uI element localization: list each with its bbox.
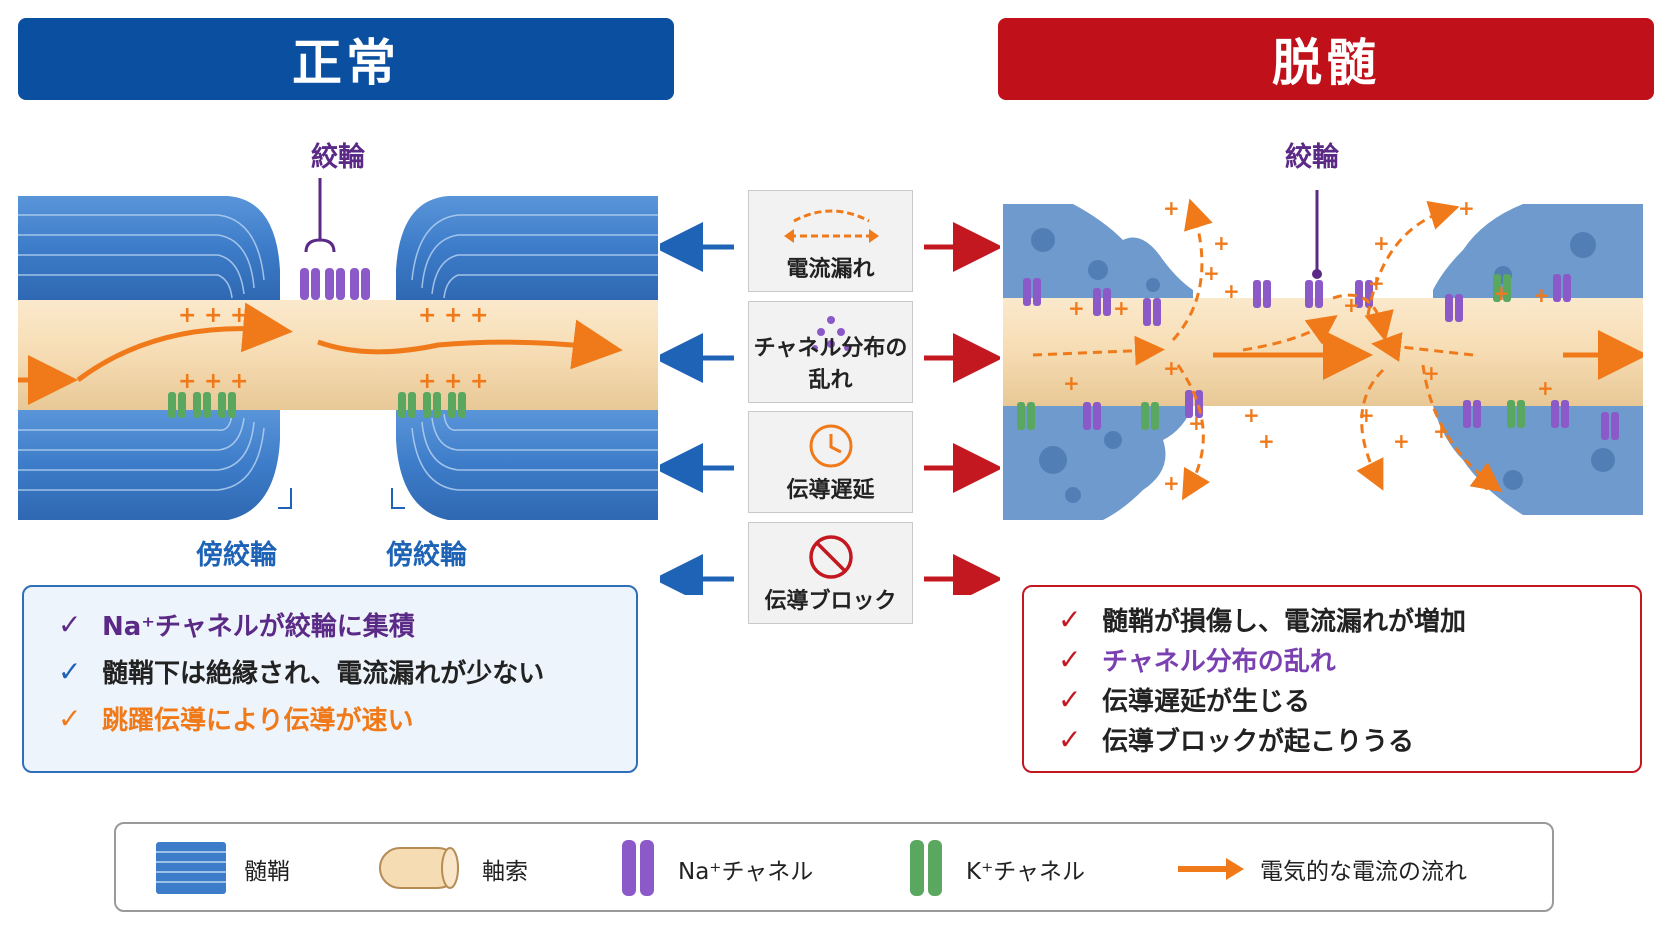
check-icon: ✓ xyxy=(58,608,82,641)
svg-text:+: + xyxy=(444,369,462,394)
svg-text:+: + xyxy=(204,369,222,394)
svg-text:+: + xyxy=(1223,279,1240,303)
effect-current-leak: 電流漏れ xyxy=(748,190,913,292)
paranode-right-label: 傍絞輪 xyxy=(386,540,467,571)
svg-text:+: + xyxy=(1533,283,1550,307)
paranode-left-label: 傍絞輪 xyxy=(196,540,277,571)
demyelinated-header: 脱髄 xyxy=(998,18,1654,100)
demyelinated-axon-diagram: ++++ ++++ ++++ ++++ ++++ ++++ xyxy=(1003,190,1643,520)
current-arrow-icon xyxy=(1178,858,1244,880)
svg-text:+: + xyxy=(1358,403,1375,427)
svg-text:+: + xyxy=(1393,429,1410,453)
svg-text:+: + xyxy=(1373,231,1390,255)
svg-text:+: + xyxy=(230,369,248,394)
svg-text:+: + xyxy=(1478,471,1495,495)
demyelinated-info-row: ✓ 髄鞘が損傷し、電流漏れが増加 xyxy=(1058,599,1640,639)
svg-text:+: + xyxy=(444,303,462,328)
check-icon: ✓ xyxy=(1058,642,1082,676)
svg-text:+: + xyxy=(418,369,436,394)
effect-channel-disorder: チャネル分布の乱れ xyxy=(748,301,913,403)
check-icon: ✓ xyxy=(1058,602,1082,636)
check-icon: ✓ xyxy=(1058,682,1082,716)
check-icon: ✓ xyxy=(58,702,82,735)
k-channel-swatch-icon xyxy=(910,840,942,896)
svg-text:+: + xyxy=(1203,261,1220,285)
effect-label: 電流漏れ xyxy=(786,257,875,282)
normal-info-text: 髄鞘下は絶縁され、電流漏れが少ない xyxy=(102,659,545,689)
svg-text:+: + xyxy=(1423,361,1440,385)
svg-text:+: + xyxy=(178,369,196,394)
svg-text:+: + xyxy=(1163,471,1180,495)
svg-text:+: + xyxy=(1458,196,1475,220)
scattered-channels xyxy=(1017,274,1619,440)
demyelinated-info-text: チャネル分布の乱れ xyxy=(1102,646,1336,677)
svg-text:+: + xyxy=(470,303,488,328)
effect-label: 伝導遅延 xyxy=(786,478,875,503)
svg-text:+: + xyxy=(1188,411,1205,435)
effect-label: チャネル分布の乱れ xyxy=(753,336,908,393)
normal-info-text: Na⁺チャネルが絞輪に集積 xyxy=(102,612,415,642)
demyelinated-info-text: 伝導ブロックが起こりうる xyxy=(1102,726,1415,757)
svg-text:+: + xyxy=(1493,281,1510,305)
na-channel-swatch-icon xyxy=(622,840,654,896)
svg-text:+: + xyxy=(1063,371,1080,395)
svg-text:+: + xyxy=(418,303,436,328)
svg-text:+: + xyxy=(1537,376,1554,400)
demyelinated-info-row: ✓ チャネル分布の乱れ xyxy=(1058,639,1640,679)
demyelinated-info-text: 髄鞘が損傷し、電流漏れが増加 xyxy=(1102,606,1467,637)
myelin-swatch-icon xyxy=(156,842,226,894)
comparison-arrows xyxy=(660,222,1000,595)
legend: 髄鞘 軸索 Na⁺チャネル K⁺チャネル 電気的な電流の流れ xyxy=(114,822,1554,912)
scattered-dots-icon xyxy=(812,316,850,351)
svg-text:+: + xyxy=(1433,419,1450,443)
clock-icon xyxy=(809,424,853,468)
demyelinated-info-row: ✓ 伝導ブロックが起こりうる xyxy=(1058,719,1640,759)
svg-text:+: + xyxy=(470,369,488,394)
legend-axon-label: 軸索 xyxy=(482,859,528,885)
normal-info-box: ✓ Na⁺チャネルが絞輪に集積 ✓ 髄鞘下は絶縁され、電流漏れが少ない ✓ 跳躍伝導に… xyxy=(22,585,638,773)
normal-info-row: ✓ 跳躍伝導により伝導が速い xyxy=(58,695,636,742)
legend-myelin-label: 髄鞘 xyxy=(244,859,290,885)
legend-current-label: 電気的な電流の流れ xyxy=(1260,859,1467,885)
svg-text:+: + xyxy=(1163,196,1180,220)
svg-text:+: + xyxy=(1368,271,1385,295)
effect-conduction-delay: 伝導遅延 xyxy=(748,411,913,513)
svg-text:+: + xyxy=(204,303,222,328)
normal-node-label: 絞輪 xyxy=(311,142,365,173)
normal-info-row: ✓ Na⁺チャネルが絞輪に集積 xyxy=(58,601,636,648)
check-icon: ✓ xyxy=(1058,722,1082,756)
normal-info-text: 跳躍伝導により伝導が速い xyxy=(102,706,414,736)
axon-swatch-icon xyxy=(379,847,459,889)
svg-text:+: + xyxy=(178,303,196,328)
svg-text:+: + xyxy=(1163,356,1180,380)
normal-header: 正常 xyxy=(18,18,674,100)
na-channels-node xyxy=(300,268,370,300)
check-icon: ✓ xyxy=(58,655,82,688)
normal-title: 正常 xyxy=(292,34,400,92)
demyelinated-title: 脱髄 xyxy=(1272,34,1380,92)
effect-label: 伝導ブロック xyxy=(764,589,897,614)
normal-info-row: ✓ 髄鞘下は絶縁され、電流漏れが少ない xyxy=(58,648,636,695)
svg-text:+: + xyxy=(1243,403,1260,427)
demyelinated-info-box: ✓ 髄鞘が損傷し、電流漏れが増加 ✓ チャネル分布の乱れ ✓ 伝導遅延が生じる ✓ 伝導… xyxy=(1022,585,1642,773)
legend-na-channel-label: Na⁺チャネル xyxy=(678,859,814,885)
normal-axon-diagram: + + + + + + + + + + + + xyxy=(18,178,658,520)
svg-text:+: + xyxy=(1213,231,1230,255)
svg-text:+: + xyxy=(1113,296,1130,320)
svg-text:+: + xyxy=(230,303,248,328)
demyelinated-info-text: 伝導遅延が生じる xyxy=(1102,686,1311,717)
demyelinated-node-label: 絞輪 xyxy=(1285,142,1339,173)
legend-k-channel-label: K⁺チャネル xyxy=(966,859,1085,885)
svg-text:+: + xyxy=(1068,296,1085,320)
k-channels-paranode xyxy=(168,392,466,418)
prohibited-icon xyxy=(809,535,853,579)
leak-arrows-icon xyxy=(784,209,879,243)
svg-text:+: + xyxy=(1343,293,1360,317)
effect-conduction-block: 伝導ブロック xyxy=(748,522,913,624)
demyelinated-info-row: ✓ 伝導遅延が生じる xyxy=(1058,679,1640,719)
svg-text:+: + xyxy=(1258,429,1275,453)
